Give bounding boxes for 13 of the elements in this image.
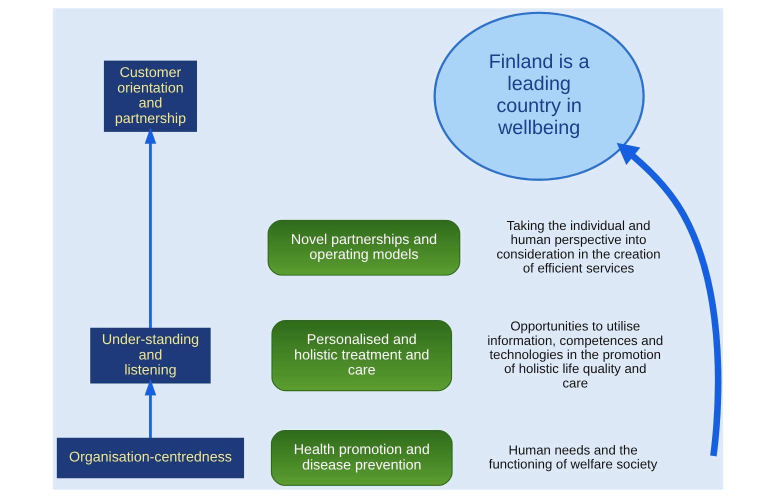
arrow [144, 127, 156, 328]
node-box: Novel partnerships and operating models [267, 220, 460, 276]
node-box: Organisation-centredness [56, 438, 244, 478]
node-label: Taking the individual and human perspective into consideration in the creation of efficient services [496, 218, 660, 276]
arrow [616, 142, 721, 456]
node-ellipse: Finland is a leading country in wellbeing [433, 12, 644, 181]
node-box: Under-standing and listening [90, 328, 210, 384]
node-box: Health promotion and disease prevention [270, 430, 452, 486]
node-box: Customer orientation and partnership [103, 60, 196, 132]
node-label: Opportunities to utilise information, competences and technologies in the promotion of holistic life quality and care [486, 318, 663, 390]
arrow [144, 378, 156, 438]
node-label: Human needs and the functioning of welfare society [488, 442, 657, 472]
node-box: Personalised and holistic treatment and care [270, 320, 452, 392]
